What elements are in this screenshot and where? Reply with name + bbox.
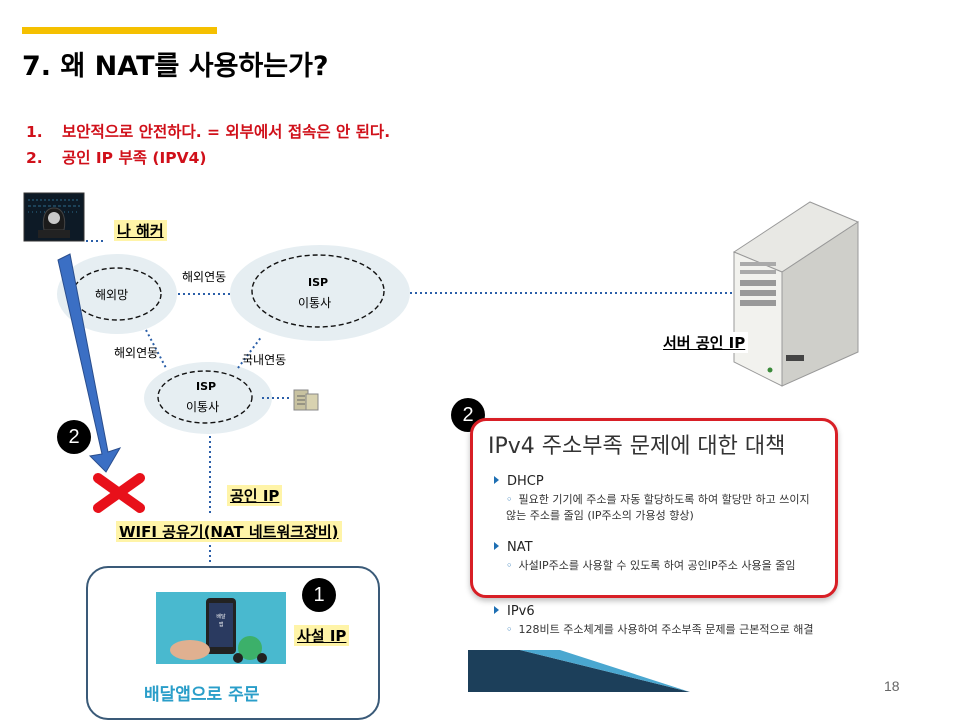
item-nat-heading: NAT xyxy=(494,540,533,555)
reason-2-text: 공인 IP 부족 (IPV4) xyxy=(62,149,207,167)
badge-attack: 2 xyxy=(57,420,91,454)
isp-bottom-ring xyxy=(157,370,253,424)
client-box xyxy=(86,566,380,720)
corner-decoration xyxy=(468,650,690,692)
item-nat-heading-text: NAT xyxy=(507,540,533,555)
title-accent-bar xyxy=(22,27,217,34)
link-overseas-top-label: 해외연동 xyxy=(182,270,227,284)
ipv4-solutions-panel xyxy=(470,418,838,598)
bullet-circle-icon: ◦ xyxy=(506,493,513,506)
svg-text:앱: 앱 xyxy=(219,621,224,628)
isp-bottom-line1: ISP xyxy=(196,380,217,393)
isp-top-bg xyxy=(230,245,410,341)
item-ipv6-desc: ◦ 128비트 주소체계를 사용하여 주소부족 문제를 근본적으로 해결 xyxy=(506,622,816,638)
item-dhcp-heading: DHCP xyxy=(494,474,544,489)
link-domestic-label: 국내연동 xyxy=(242,353,287,367)
bullet-circle-icon: ◦ xyxy=(506,623,513,636)
item-ipv6-heading-text: IPv6 xyxy=(507,604,535,619)
isp-top-line1: ISP xyxy=(308,276,329,289)
reason-1: 1. 보안적으로 안전하다. = 외부에서 접속은 안 된다. xyxy=(26,120,390,142)
phone-image: 배달 앱 xyxy=(156,592,286,664)
item-nat-desc: ◦ 사설IP주소를 사용할 수 있도록 하여 공인IP주소 사용을 줄임 xyxy=(506,558,816,574)
link-overseas-isp-bottom xyxy=(145,329,167,369)
page-title: 7. 왜 NAT를 사용하는가? xyxy=(22,51,329,82)
page-number: 18 xyxy=(884,678,900,694)
attack-arrow xyxy=(57,253,122,473)
overseas-net-bg xyxy=(57,254,177,334)
item-dhcp-heading-text: DHCP xyxy=(507,474,544,489)
isp-bottom-line2: 이통사 xyxy=(186,400,220,414)
item-dhcp-desc: ◦필요한 기기에 주소를 자동 할당하도록 하여 할당만 하고 쓰이지 않는 주… xyxy=(506,492,816,524)
link-overseas-left-label: 해외연동 xyxy=(114,346,159,360)
item-dhcp-desc-text: 필요한 기기에 주소를 자동 할당하도록 하여 할당만 하고 쓰이지 않는 주소… xyxy=(506,493,810,522)
public-ip-label: 공인 IP xyxy=(227,485,283,506)
item-nat-desc-text: 사설IP주소를 사용할 수 있도록 하여 공인IP주소 사용을 줄임 xyxy=(518,559,796,572)
server-label: 서버 공인 IP xyxy=(660,332,749,353)
overseas-net-label: 해외망 xyxy=(95,288,129,302)
link-isp-top-isp-bottom xyxy=(237,335,263,369)
blocked-x-icon xyxy=(93,473,145,513)
badge-private: 1 xyxy=(302,578,336,612)
private-ip-label: 사설 IP xyxy=(294,625,350,646)
isp-top-ring xyxy=(251,254,385,328)
network-device-icon xyxy=(293,389,319,411)
reason-2-number: 2. xyxy=(26,149,43,167)
reason-1-text: 보안적으로 안전하다. = 외부에서 접속은 안 된다. xyxy=(62,123,391,141)
phone-caption: 배달앱으로 주문 xyxy=(144,685,260,705)
hacker-image xyxy=(23,192,85,242)
bullet-triangle-icon xyxy=(494,476,499,484)
svg-text:배달: 배달 xyxy=(216,613,226,620)
panel-title: IPv4 주소부족 문제에 대한 대책 xyxy=(488,434,786,459)
item-ipv6-heading: IPv6 xyxy=(494,604,535,619)
server-icon xyxy=(732,201,860,387)
bullet-triangle-icon xyxy=(494,606,499,614)
reason-2: 2. 공인 IP 부족 (IPV4) xyxy=(26,146,206,168)
reason-1-number: 1. xyxy=(26,123,43,141)
bullet-circle-icon: ◦ xyxy=(506,559,513,572)
item-ipv6-desc-text: 128비트 주소체계를 사용하여 주소부족 문제를 근본적으로 해결 xyxy=(518,623,814,636)
isp-top-line2: 이통사 xyxy=(298,296,332,310)
wifi-router-label: WIFI 공유기(NAT 네트워크장비) xyxy=(116,521,342,542)
overseas-net-ring xyxy=(72,267,162,321)
bullet-triangle-icon xyxy=(494,542,499,550)
hacker-label: 나 해커 xyxy=(114,220,167,241)
